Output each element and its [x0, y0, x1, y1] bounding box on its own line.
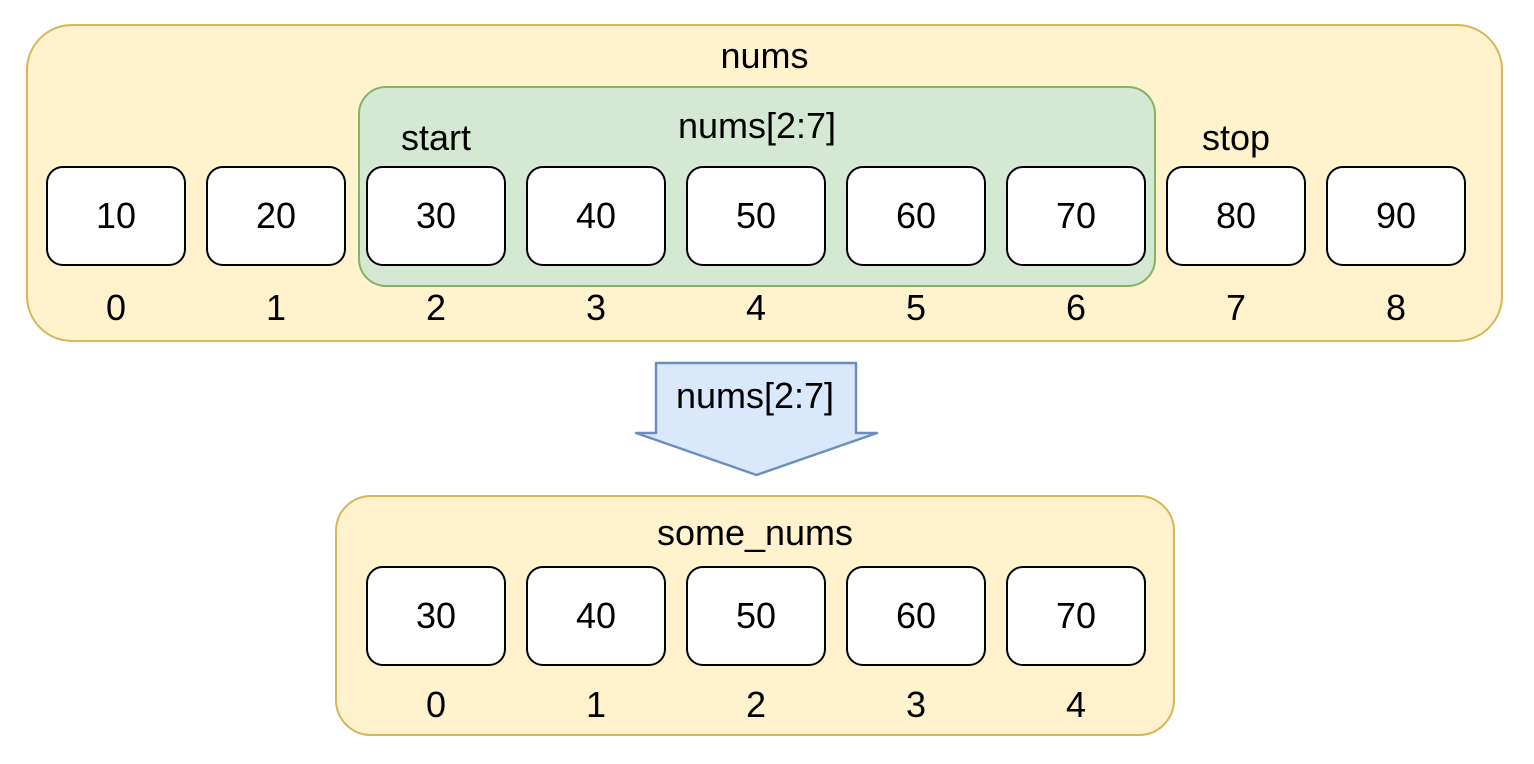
array-cell: 40	[526, 566, 666, 666]
slice-start-label: start	[400, 117, 471, 158]
cell-value: 30	[415, 195, 457, 236]
array-cell: 60	[846, 566, 986, 666]
array-cell: 90	[1326, 166, 1466, 266]
index-label: 1	[585, 684, 607, 725]
array-cell: 60	[846, 166, 986, 266]
result-array-title: some_nums	[656, 512, 854, 553]
array-cell: 70	[1006, 566, 1146, 666]
cell-value: 40	[575, 195, 617, 236]
cell-value: 60	[895, 195, 937, 236]
cell-value: 80	[1215, 195, 1257, 236]
result-array-container: some_nums 30 40 50 60 70 0 1 2 3 4	[335, 495, 1175, 736]
array-cell: 30	[366, 566, 506, 666]
index-label: 7	[1225, 287, 1247, 328]
cell-value: 50	[735, 595, 777, 636]
index-label: 1	[265, 287, 287, 328]
array-cell: 50	[686, 566, 826, 666]
array-cell: 80	[1166, 166, 1306, 266]
index-label: 2	[425, 287, 447, 328]
index-label: 8	[1385, 287, 1407, 328]
slice-stop-label: stop	[1201, 117, 1271, 158]
index-label: 0	[105, 287, 127, 328]
index-label: 3	[905, 684, 927, 725]
cell-value: 10	[95, 195, 137, 236]
index-label: 5	[905, 287, 927, 328]
cell-value: 40	[575, 595, 617, 636]
cell-value: 70	[1055, 195, 1097, 236]
nums-array-container: nums nums[2:7] start stop 10 20 30 40 50…	[26, 24, 1503, 342]
index-label: 0	[425, 684, 447, 725]
array-cell: 40	[526, 166, 666, 266]
array-cell: 70	[1006, 166, 1146, 266]
index-label: 2	[745, 684, 767, 725]
cell-value: 30	[415, 595, 457, 636]
slice-title: nums[2:7]	[677, 105, 837, 146]
index-label: 3	[585, 287, 607, 328]
cell-value: 50	[735, 195, 777, 236]
index-label: 4	[745, 287, 767, 328]
down-arrow-icon	[634, 361, 879, 477]
cell-value: 60	[895, 595, 937, 636]
array-cell: 20	[206, 166, 346, 266]
cell-value: 70	[1055, 595, 1097, 636]
nums-array-title: nums	[720, 35, 809, 76]
index-label: 4	[1065, 684, 1087, 725]
array-cell: 30	[366, 166, 506, 266]
cell-value: 20	[255, 195, 297, 236]
array-cell: 10	[46, 166, 186, 266]
cell-value: 90	[1375, 195, 1417, 236]
array-cell: 50	[686, 166, 826, 266]
index-label: 6	[1065, 287, 1087, 328]
arrow-slice-label: nums[2:7]	[675, 375, 835, 416]
